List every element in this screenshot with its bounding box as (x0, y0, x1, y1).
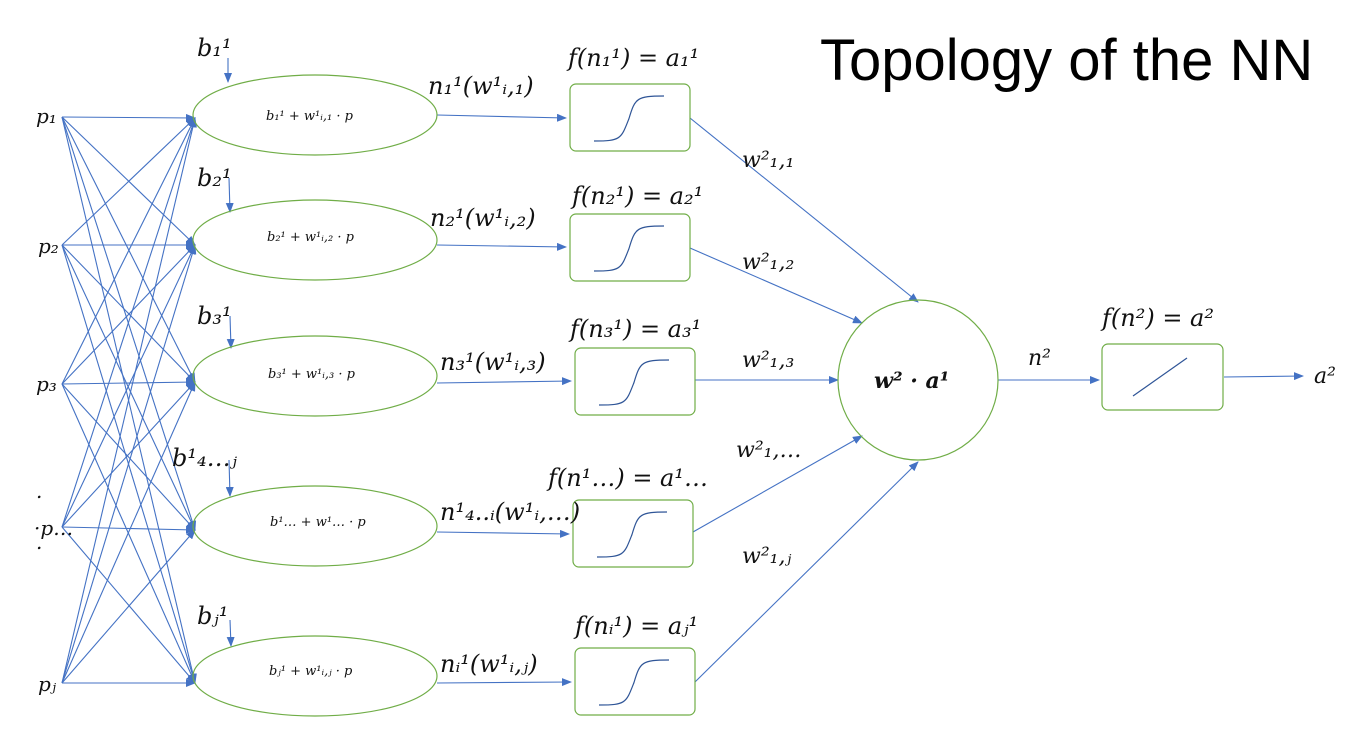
linear-activation-line (1132, 357, 1188, 397)
bias-label-j: bⱼ¹ (197, 602, 229, 630)
nodes (192, 74, 1224, 717)
output-activation-box (1101, 343, 1224, 411)
neuron-1-label: b₁¹ + w¹ᵢ,₁ · p (266, 109, 353, 124)
input-edge (61, 116, 196, 383)
activation-box (574, 347, 696, 416)
activation-box (572, 499, 694, 568)
net-label-j: nᵢ¹(w¹ᵢ,ⱼ) (440, 650, 538, 678)
net-arrow (436, 113, 567, 122)
activation-label-2: f(n₂¹) = a₂¹ (572, 182, 704, 210)
input-edge (61, 244, 196, 383)
net-arrow (436, 377, 572, 386)
sigmoid-curve (593, 225, 665, 272)
input-edge (61, 117, 197, 528)
input-edge (61, 525, 196, 534)
input-label-1: p₁ (36, 104, 57, 128)
neuron-ellipse (192, 635, 438, 717)
input-edge (61, 244, 196, 528)
input-edge (61, 381, 196, 684)
net-label-4: n¹₄..ᵢ(w¹ᵢ,…) (440, 498, 581, 526)
sigmoid-curve (598, 359, 670, 406)
activation-label-1: f(n₁¹) = a₁¹ (568, 44, 700, 72)
input-edge (61, 244, 196, 385)
net-label-1: n₁¹(w¹ᵢ,₁) (428, 72, 534, 100)
neuron-ellipse (192, 199, 438, 281)
input-edge (61, 381, 196, 528)
input-label-2: p₂ (38, 234, 59, 258)
input-label-ellipsis: ·p… (34, 516, 74, 540)
output-activation-label: f(n²) = a² (1102, 304, 1214, 332)
activation-label-j: f(nᵢ¹) = aⱼ¹ (575, 612, 699, 640)
net-arrow (436, 242, 567, 251)
weight-label-1: w²₁,₁ (742, 148, 795, 173)
neuron-j-label: bⱼ¹ + w¹ᵢ,ⱼ · p (269, 664, 353, 679)
output-neuron-label: w² · a¹ (874, 368, 950, 394)
bias-arrow (225, 459, 234, 497)
bias-label-4j: b¹₄…ⱼ (172, 444, 237, 472)
weight-arrow (692, 435, 863, 533)
sigmoid-curve (598, 659, 670, 706)
output-label: a² (1314, 364, 1336, 389)
activation-box (569, 83, 691, 152)
output-net-label: n² (1028, 346, 1051, 371)
net-label-3: n₃¹(w¹ᵢ,₃) (440, 348, 546, 376)
weight-label-2: w²₁,₂ (742, 250, 795, 275)
weight-label-j: w²₁,ⱼ (742, 544, 792, 569)
activation-label-4: f(n¹…) = a¹… (548, 464, 708, 492)
weight-arrow (694, 461, 919, 683)
neuron-3-label: b₃¹ + w¹ᵢ,₃ · p (268, 367, 355, 382)
neuron-ellipse (192, 335, 438, 417)
input-label-3: p₃ (36, 372, 57, 396)
activation-label-3: f(n₃¹) = a₃¹ (570, 315, 702, 343)
output-neuron-circle (837, 299, 999, 461)
weight-arrow (689, 247, 863, 324)
bias-label-1: b₁¹ (197, 34, 232, 62)
neuron-4-label: b¹… + w¹… · p (270, 515, 366, 530)
input-ellipsis-dot-top: . (36, 479, 43, 503)
output-arrow (1223, 372, 1304, 381)
input-edge (61, 526, 196, 684)
weight-arrow (689, 117, 919, 303)
bias-label-2: b₂¹ (197, 164, 232, 192)
sigmoid-curve (593, 95, 665, 142)
weight-label-3: w²₁,₃ (742, 348, 795, 373)
connections (61, 58, 1304, 687)
input-edge (61, 244, 196, 531)
bias-arrow (226, 619, 235, 647)
input-edge (61, 117, 197, 684)
diagram-title: Topology of the NN (820, 28, 1314, 93)
net-arrow (436, 678, 572, 687)
input-edge (61, 117, 196, 385)
net-arrow (436, 529, 570, 538)
input-edge (61, 378, 196, 387)
input-ellipsis-dot-bottom: . (36, 530, 43, 554)
weight-label-4: w²₁,… (736, 438, 802, 463)
input-label-j: pⱼ (38, 672, 57, 696)
bias-arrow (226, 315, 235, 349)
input-edge (61, 113, 196, 122)
neuron-2-label: b₂¹ + w¹ᵢ,₂ · p (267, 230, 354, 245)
net-label-2: n₂¹(w¹ᵢ,₂) (430, 204, 536, 232)
bias-arrow (225, 177, 234, 213)
neuron-ellipse (192, 485, 438, 567)
input-edge (61, 244, 197, 684)
neuron-ellipse (192, 74, 438, 156)
bias-label-3: b₃¹ (197, 302, 232, 330)
activation-box (569, 213, 691, 282)
activation-box (574, 647, 696, 716)
input-edge (61, 529, 196, 684)
input-edge (61, 383, 196, 531)
sigmoid-curve (596, 511, 668, 558)
input-edge (61, 117, 196, 246)
